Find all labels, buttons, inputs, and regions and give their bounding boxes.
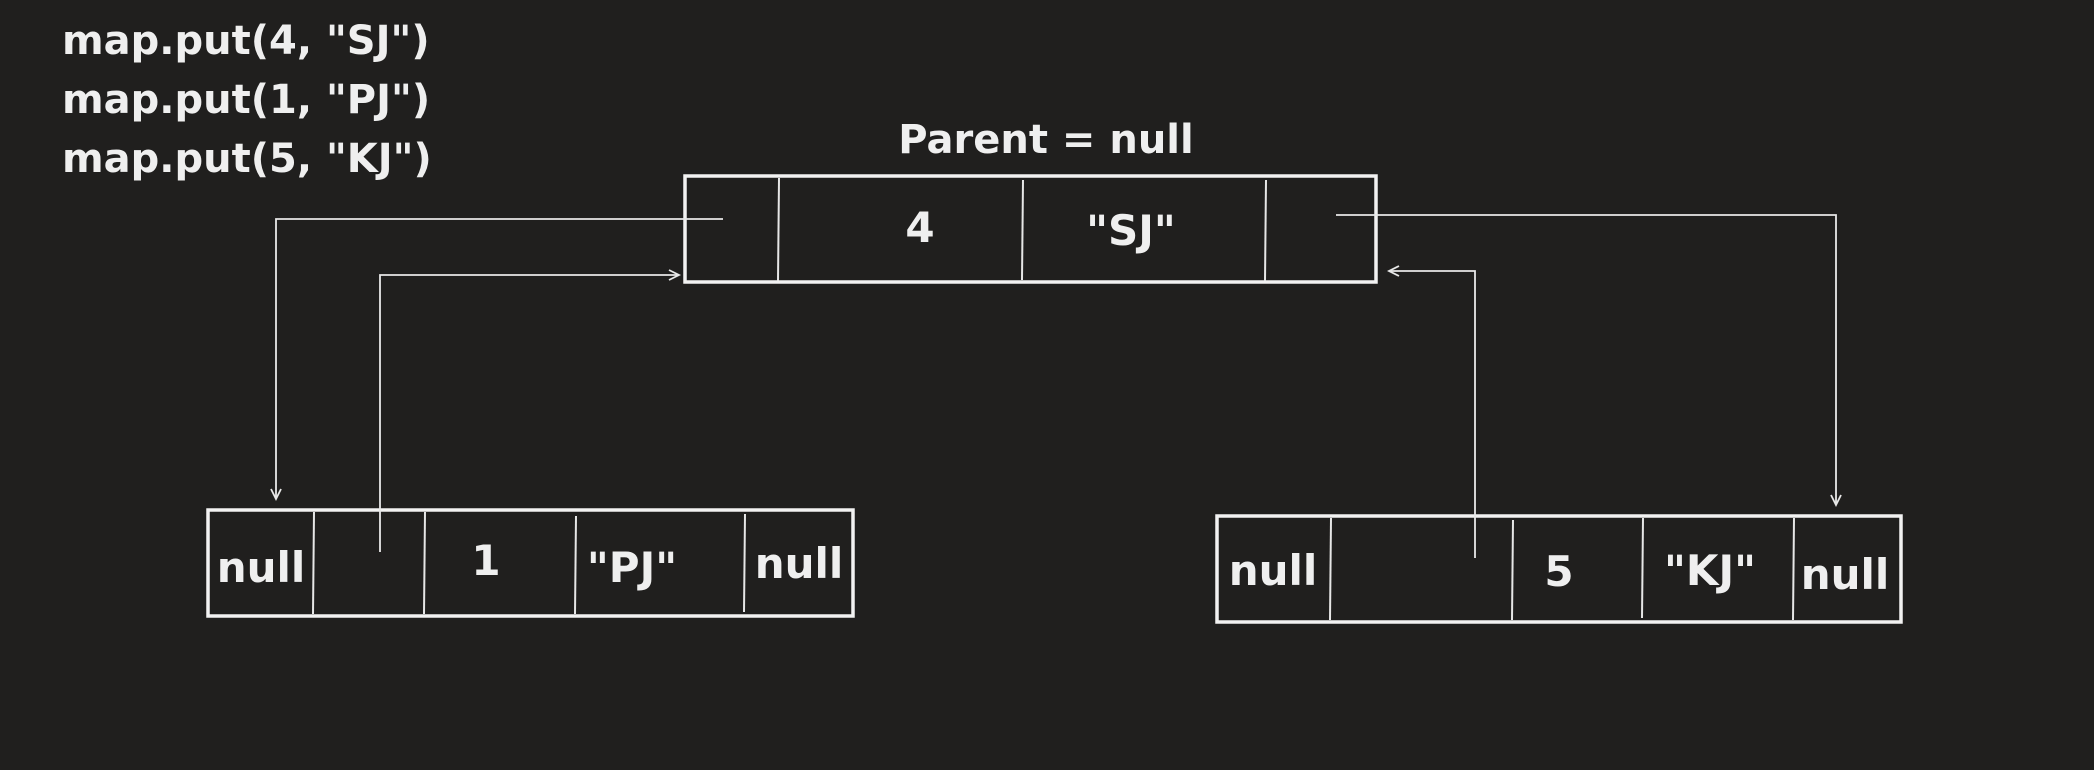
code-line-3: map.put(5, "KJ") [62, 136, 432, 182]
left-divider-3 [574, 515, 577, 615]
right-null-left-cell: null [1229, 546, 1318, 595]
right-node: null 5 "KJ" null [1215, 514, 1903, 624]
right-null-right-cell: null [1801, 550, 1890, 599]
right-key-cell: 5 [1544, 547, 1573, 596]
root-divider-3 [1264, 179, 1267, 282]
right-divider-1 [1329, 517, 1332, 621]
root-divider-1 [777, 177, 780, 282]
left-divider-1 [312, 511, 315, 615]
code-line-1: map.put(4, "SJ") [62, 18, 430, 64]
right-value-cell: "KJ" [1664, 546, 1756, 595]
right-divider-3 [1641, 517, 1644, 619]
root-node: 4 "SJ" [683, 174, 1378, 284]
left-child-to-parent-arrow [379, 269, 682, 552]
right-node-box [1215, 514, 1903, 624]
left-divider-4 [743, 513, 746, 613]
right-child-to-parent-arrow [1386, 265, 1476, 558]
root-to-right-child-arrow [1336, 214, 1842, 508]
left-node: null 1 "PJ" null [206, 508, 855, 618]
left-null-left-cell: null [217, 543, 306, 592]
left-node-box [206, 508, 855, 618]
root-node-box [683, 174, 1378, 284]
root-key-cell: 4 [905, 203, 934, 252]
right-divider-4 [1792, 517, 1795, 621]
root-divider-2 [1021, 179, 1024, 281]
left-null-right-cell: null [755, 539, 844, 588]
code-line-2: map.put(1, "PJ") [62, 77, 430, 123]
root-to-left-child-arrow [270, 218, 723, 502]
left-divider-2 [423, 511, 426, 615]
root-parent-label: Parent = null [898, 117, 1193, 163]
left-key-cell: 1 [471, 536, 500, 585]
left-value-cell: "PJ" [587, 543, 677, 592]
root-value-cell: "SJ" [1086, 206, 1176, 255]
right-divider-2 [1511, 519, 1514, 621]
